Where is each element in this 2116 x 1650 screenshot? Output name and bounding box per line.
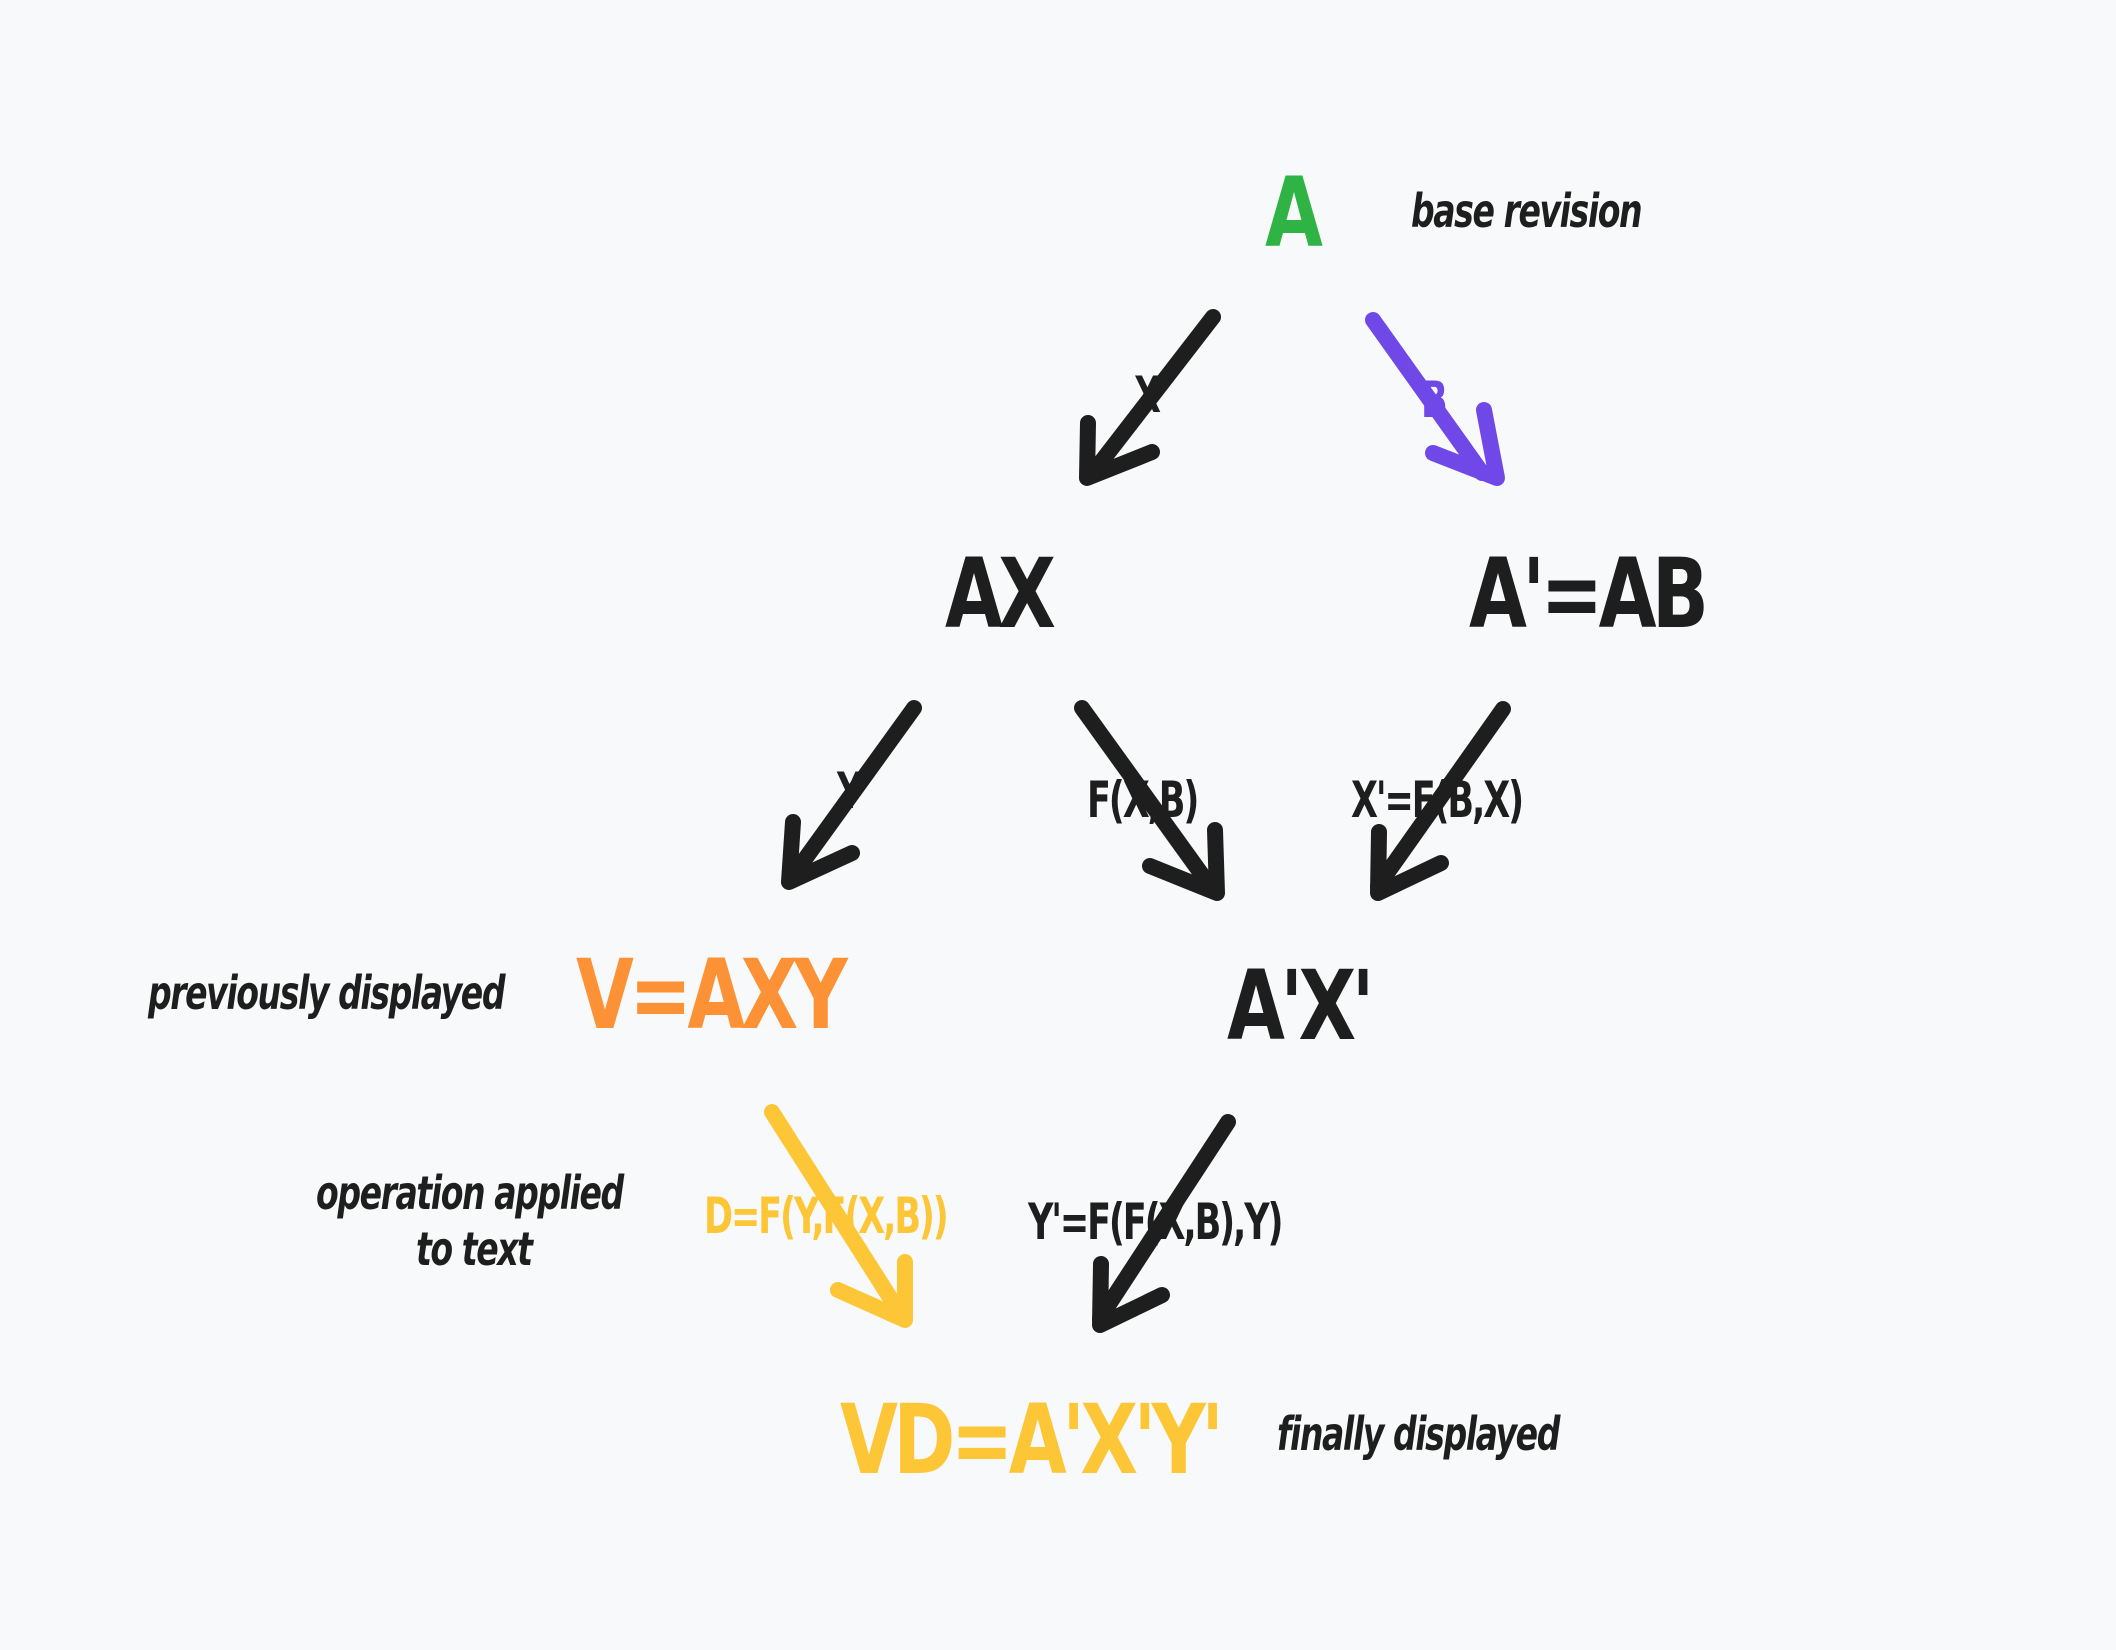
annotation-operation-line2: to text — [416, 1222, 533, 1276]
arrow-axp-to-vd — [1092, 1114, 1236, 1333]
edge-label-x: X — [1134, 366, 1161, 424]
edge-label-fxb: F(X,B) — [1087, 771, 1199, 829]
edge-label-y: Y — [837, 762, 862, 820]
edge-label-d: D=F(Y,F(X,B)) — [704, 1187, 949, 1245]
node-ax: AX — [945, 538, 1056, 650]
arrow-a-to-ab — [1365, 312, 1505, 486]
node-axp: A'X' — [1227, 950, 1374, 1062]
node-ab: A'=AB — [1469, 538, 1709, 650]
arrow-ax-to-axp — [1074, 700, 1225, 901]
edge-label-yprime: Y'=F(F(X,B),Y) — [1028, 1193, 1283, 1251]
arrow-a-to-ax — [1079, 309, 1221, 486]
arrow-ab-to-axp — [1370, 701, 1511, 901]
node-vd: VD=A'X'Y' — [840, 1384, 1224, 1496]
edge-label-b: B — [1421, 371, 1448, 429]
arrow-ax-to-v — [781, 700, 922, 890]
node-v: V=AXY — [576, 939, 848, 1051]
annotation-base-revision: base revision — [1411, 184, 1643, 238]
edge-label-xprime: X'=F(B,X) — [1351, 771, 1524, 829]
annotation-operation-line1: operation applied — [316, 1166, 624, 1220]
arrow-v-to-vd — [764, 1104, 913, 1328]
node-a: A — [1265, 157, 1323, 269]
annotation-previously-displayed: previously displayed — [148, 966, 506, 1020]
annotation-finally-displayed: finally displayed — [1277, 1407, 1560, 1461]
